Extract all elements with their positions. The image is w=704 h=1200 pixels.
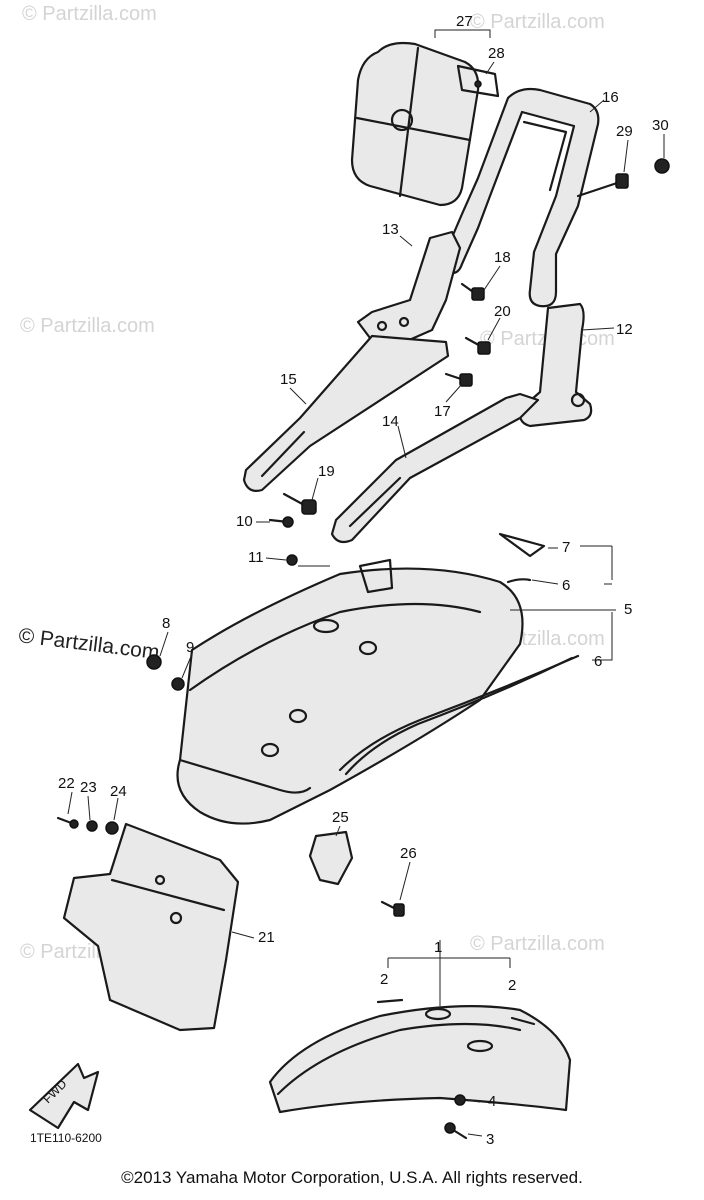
callout-7: 7 xyxy=(562,539,570,556)
bolt-22 xyxy=(56,816,79,829)
callout-11: 11 xyxy=(248,549,264,566)
callout-23: 23 xyxy=(80,779,97,796)
washer-23 xyxy=(86,820,98,832)
bolt-10 xyxy=(268,516,294,528)
trim-2-right xyxy=(510,1016,536,1026)
callout-4: 4 xyxy=(488,1093,496,1110)
callout-19: 19 xyxy=(318,463,335,480)
bolt-3 xyxy=(444,1122,468,1140)
nut-30 xyxy=(654,158,670,174)
fwd-arrow-icon: FWD xyxy=(28,1062,100,1130)
copyright-notice: ©2013 Yamaha Motor Corporation, U.S.A. A… xyxy=(121,1168,583,1187)
stay-15 xyxy=(242,334,450,492)
callout-1: 1 xyxy=(434,939,442,956)
bolt-29 xyxy=(576,173,629,198)
bolt-20 xyxy=(464,336,491,355)
callout-8: 8 xyxy=(162,615,170,632)
callout-16: 16 xyxy=(602,89,619,106)
callout-3: 3 xyxy=(486,1131,494,1148)
watermark-7: © Partzilla.com xyxy=(470,933,605,955)
callout-29: 29 xyxy=(616,123,633,140)
callout-12: 12 xyxy=(616,321,633,338)
callout-10: 10 xyxy=(236,513,253,530)
callout-27: 27 xyxy=(456,13,473,30)
bolt-17 xyxy=(444,372,473,387)
watermark-3: © Partzilla.com xyxy=(20,315,155,337)
nut-24 xyxy=(105,821,119,835)
callout-14: 14 xyxy=(382,413,399,430)
callout-6-lower: 6 xyxy=(594,653,602,670)
callout-24: 24 xyxy=(110,783,127,800)
mud-flap-21 xyxy=(62,822,240,1032)
bracket-13 xyxy=(356,230,462,346)
callout-9: 9 xyxy=(186,639,194,656)
callout-25: 25 xyxy=(332,809,349,826)
callout-22: 22 xyxy=(58,775,75,792)
callout-18: 18 xyxy=(494,249,511,266)
bracket-25 xyxy=(308,830,354,886)
stay-14 xyxy=(330,392,540,544)
callout-20: 20 xyxy=(494,303,511,320)
washer-8 xyxy=(146,654,162,670)
nut-11 xyxy=(286,554,298,566)
nut-9 xyxy=(171,677,185,691)
callout-30: 30 xyxy=(652,117,669,134)
callout-26: 26 xyxy=(400,845,417,862)
reference-code: 1TE110-6200 xyxy=(30,1131,102,1145)
main-watermark: © Partzilla.com xyxy=(17,624,160,664)
seal-7 xyxy=(498,532,546,558)
watermark-1: © Partzilla.com xyxy=(22,3,157,25)
callout-28: 28 xyxy=(488,45,505,62)
front-fender xyxy=(268,1005,572,1114)
callout-2-left: 2 xyxy=(380,971,388,988)
callout-21: 21 xyxy=(258,929,275,946)
bolt-26 xyxy=(380,900,405,917)
pad-bracket xyxy=(456,64,500,98)
bolt-18 xyxy=(460,282,485,301)
rear-fender xyxy=(176,558,524,825)
nut-4 xyxy=(454,1094,466,1106)
callout-13: 13 xyxy=(382,221,399,238)
callout-15: 15 xyxy=(280,371,297,388)
seal-6-upper xyxy=(506,578,532,584)
watermark-2: © Partzilla.com xyxy=(470,11,605,33)
callout-2-right: 2 xyxy=(508,977,516,994)
callout-6-upper: 6 xyxy=(562,577,570,594)
callout-5: 5 xyxy=(624,601,632,618)
callout-17: 17 xyxy=(434,403,451,420)
trim-2-left xyxy=(376,998,404,1004)
bolt-19 xyxy=(282,492,317,515)
backrest-pad xyxy=(350,41,480,207)
